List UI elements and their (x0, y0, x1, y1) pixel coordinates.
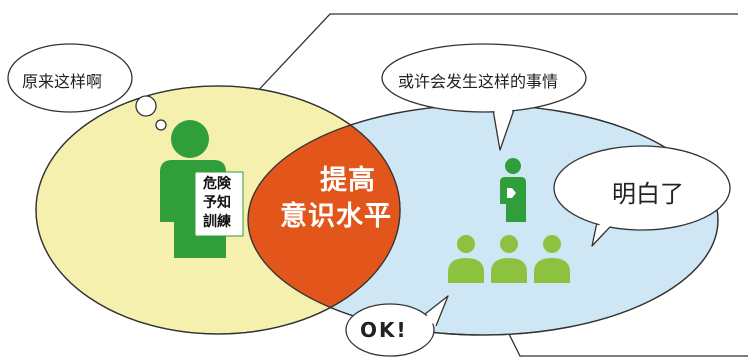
top-bubble-text: 或许会发生这样的事情 (398, 72, 559, 91)
thought-bubble-text: 原来这样啊 (22, 72, 103, 91)
listener-person-icon (448, 235, 484, 283)
speech-bubble-top (381, 43, 587, 151)
center-line-2: 意识水平 (280, 201, 392, 232)
card-line-3: 訓練 (203, 214, 231, 230)
hazard-training-card (194, 171, 244, 237)
center-line-1: 提高 (320, 165, 376, 196)
callout-line-top (237, 13, 738, 113)
listener-person-icon (491, 235, 527, 283)
card-line-1: 危険 (203, 176, 231, 192)
overlap-region (248, 105, 400, 334)
thought-bubble-left (7, 43, 167, 131)
right-bubble-text: 明白了 (612, 180, 684, 208)
card-line-2: 予知 (203, 195, 231, 211)
speech-bubble-bottom (345, 295, 449, 357)
speech-bubble-right (553, 145, 731, 247)
listener-person-icon (534, 235, 570, 283)
speaker-person-icon (500, 158, 526, 222)
bottom-bubble-text: OK! (360, 318, 408, 342)
